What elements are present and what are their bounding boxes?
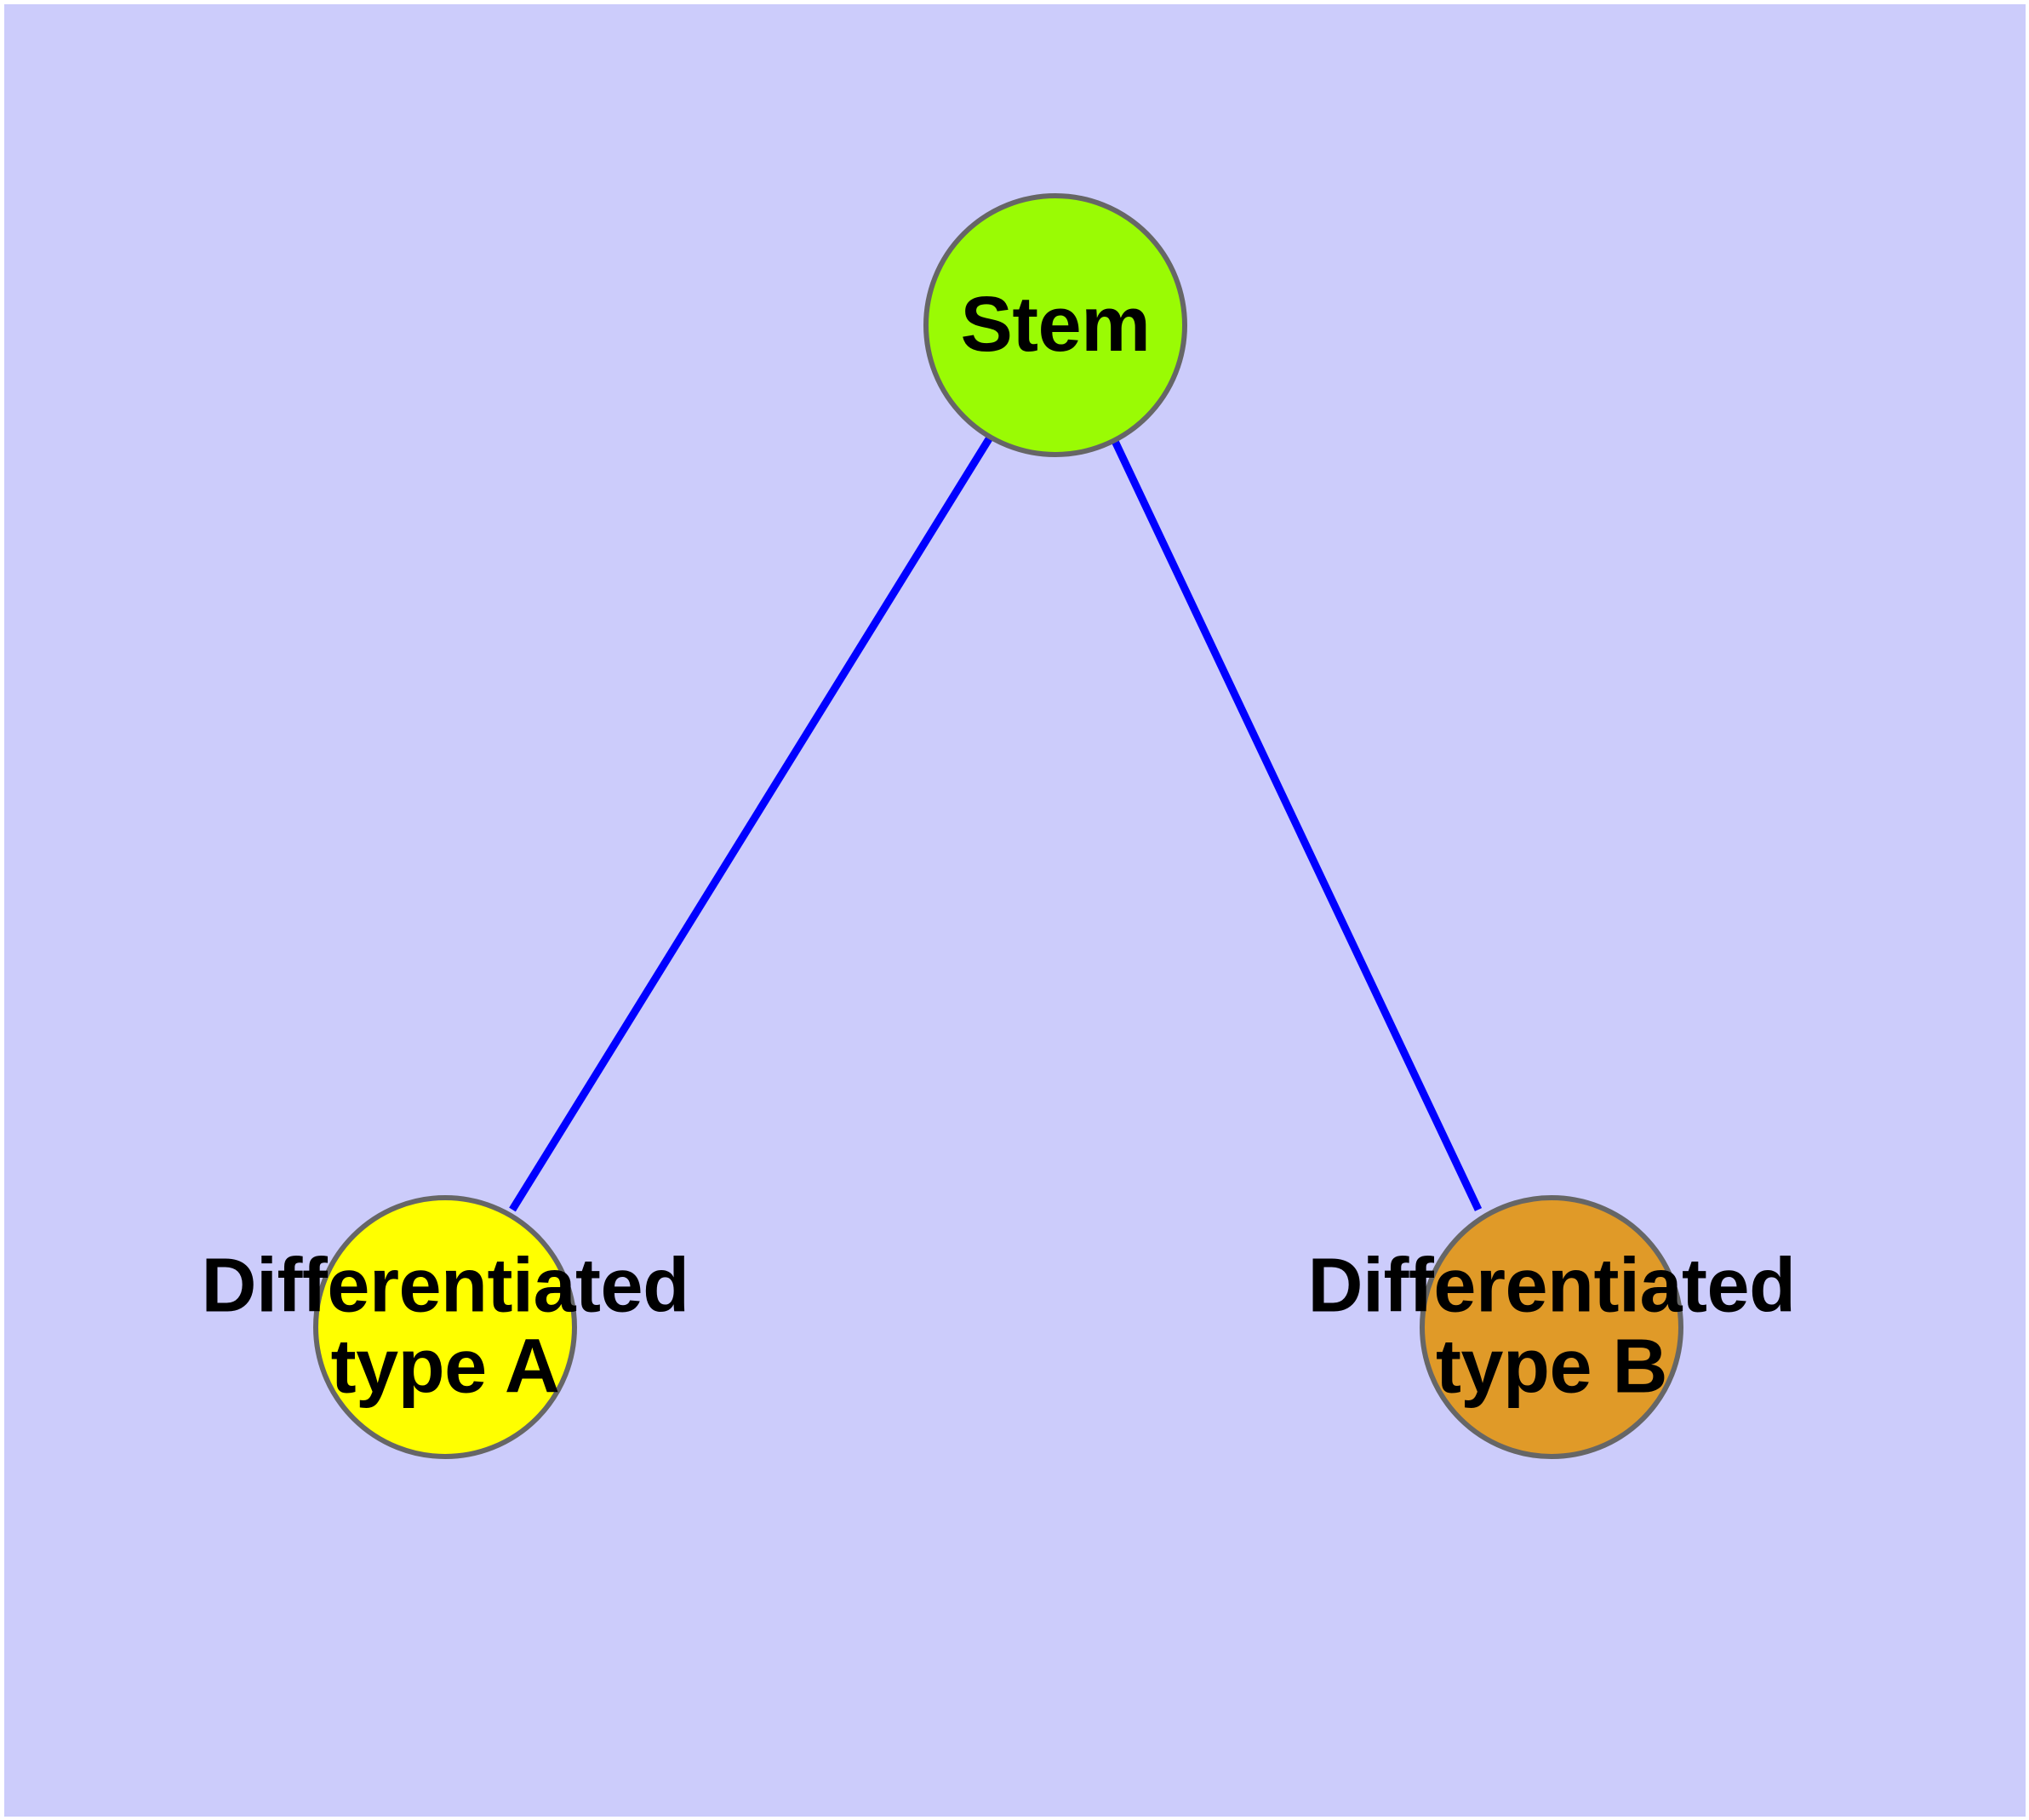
node-differentiated-type-b[interactable]: Differentiated type B: [1307, 1195, 1796, 1459]
node-layer: Stem Differentiated type A Differentiate…: [4, 4, 2026, 1817]
edge-stem-to-type-b: [1109, 436, 1483, 1211]
edge-layer: [509, 435, 1483, 1212]
node-stem[interactable]: Stem: [923, 193, 1187, 457]
node-stem-circle[interactable]: [923, 193, 1187, 457]
graph-plot-area: Stem Differentiated type A Differentiate…: [4, 4, 2026, 1817]
node-differentiated-type-a[interactable]: Differentiated type A: [201, 1195, 689, 1459]
node-differentiated-type-b-circle[interactable]: [1420, 1195, 1683, 1459]
edge-stem-to-type-a: [509, 435, 993, 1212]
node-differentiated-type-a-circle[interactable]: [313, 1195, 577, 1459]
